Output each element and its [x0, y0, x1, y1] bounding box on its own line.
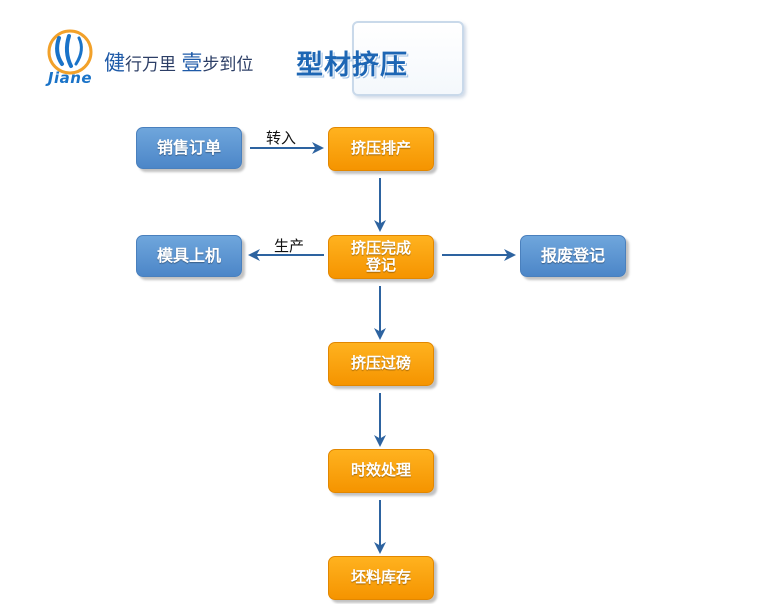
page-title: 型材挤压 [296, 50, 408, 81]
node-mold-loading[interactable]: 模具上机 [136, 235, 242, 277]
slogan-char-1: 健 [104, 51, 125, 75]
node-extrusion-schedule[interactable]: 挤压排产 [328, 127, 434, 171]
edge-label-production: 生产 [274, 237, 305, 255]
title-frame [352, 21, 464, 96]
node-extrusion-complete[interactable]: 挤压完成 登记 [328, 235, 434, 279]
slogan: 健行万里 壹步到位 [104, 47, 253, 77]
logo-text: Jiane [47, 69, 93, 87]
node-aging-treatment[interactable]: 时效处理 [328, 449, 434, 493]
node-sales-order[interactable]: 销售订单 [136, 127, 242, 169]
slogan-text-1: 行万里 [125, 55, 182, 75]
node-extrusion-weighing[interactable]: 挤压过磅 [328, 342, 434, 386]
slogan-char-2: 壹 [181, 51, 203, 75]
jiane-logo-icon [47, 29, 93, 75]
node-scrap-register[interactable]: 报废登记 [520, 235, 626, 277]
edge-label-transfer-in: 转入 [266, 129, 297, 147]
node-blank-inventory[interactable]: 坯料库存 [328, 556, 434, 600]
slogan-text-2: 步到位 [202, 55, 254, 75]
